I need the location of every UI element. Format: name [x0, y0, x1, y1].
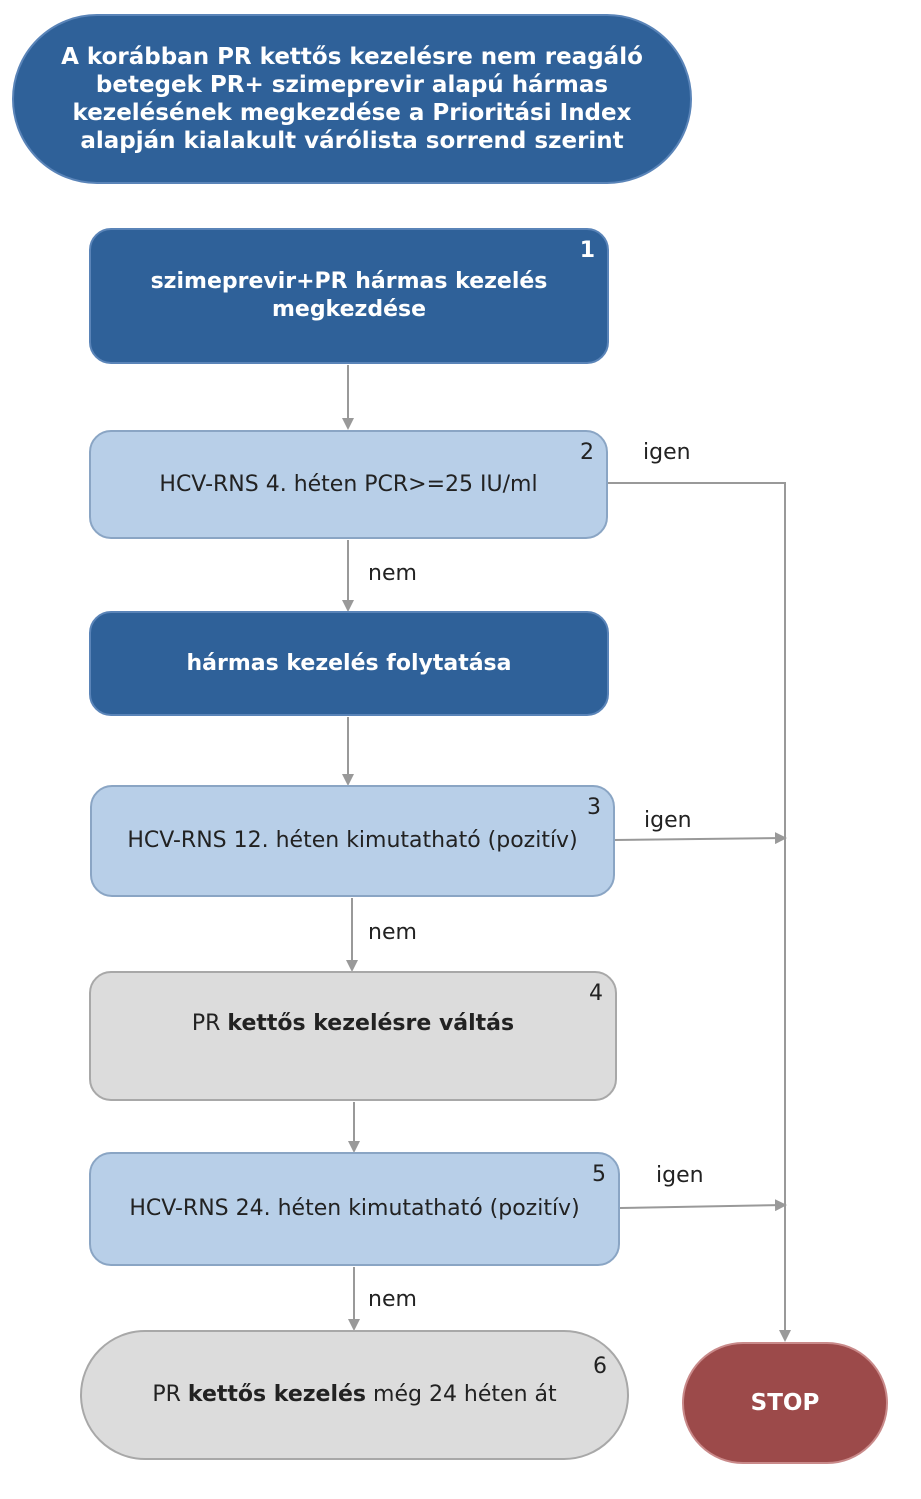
step-number: 3 — [587, 795, 601, 820]
edge-label-yes-2: igen — [643, 440, 691, 465]
title-node-text: A korábban PR kettős kezelésre nem reagá… — [61, 44, 643, 154]
edge-label-yes-5: igen — [656, 1163, 704, 1188]
edge-label-no-2: nem — [368, 561, 417, 586]
step-number: 1 — [579, 238, 595, 263]
step-text: hármas kezelés folytatása — [186, 650, 512, 676]
step-1-start-triple-therapy: 1 szimeprevir+PR hármas kezelés megkezdé… — [89, 228, 609, 364]
step-6-continue-dual: 6 PR kettős kezelés még 24 héten át — [80, 1330, 629, 1460]
step-text-bold: kettős kezelésre váltás — [227, 1011, 515, 1036]
edge-label-no-3: nem — [368, 920, 417, 945]
arrow-3-yes — [613, 832, 787, 845]
step-text-bold: kettős kezelés — [187, 1382, 367, 1407]
step-text-plain: PR — [191, 1011, 228, 1036]
step-text-plain: PR — [152, 1382, 188, 1407]
step-5-week24-check: 5 HCV-RNS 24. héten kimutatható (pozitív… — [89, 1152, 620, 1266]
step-text: HCV-RNS 12. héten kimutatható (pozitív) — [127, 828, 578, 853]
step-continue-triple-therapy: hármas kezelés folytatása — [89, 611, 609, 716]
arrow-5-yes — [619, 1199, 787, 1212]
step-number: 4 — [589, 981, 603, 1006]
step-3-week12-check: 3 HCV-RNS 12. héten kimutatható (pozitív… — [90, 785, 615, 897]
title-node: A korábban PR kettős kezelésre nem reagá… — [12, 14, 692, 184]
step-text: szimeprevir+PR hármas kezelés megkezdése — [150, 269, 548, 322]
step-text-tail: még 24 héten át — [366, 1382, 557, 1407]
step-text: HCV-RNS 4. héten PCR>=25 IU/ml — [159, 471, 538, 497]
stop-text: STOP — [750, 1390, 820, 1416]
step-number: 5 — [592, 1162, 606, 1187]
step-4-switch-to-dual: 4 PR kettős kezelésre váltás — [89, 971, 617, 1101]
step-number: 6 — [593, 1354, 607, 1379]
step-text: PR kettős kezelésre váltás — [192, 1010, 514, 1038]
step-text: PR kettős kezelés még 24 héten át — [152, 1381, 556, 1409]
stop-node: STOP — [682, 1342, 888, 1464]
step-text: HCV-RNS 24. héten kimutatható (pozitív) — [129, 1196, 580, 1221]
edge-label-no-5: nem — [368, 1287, 417, 1312]
step-number: 2 — [580, 440, 594, 465]
step-2-week4-check: 2 HCV-RNS 4. héten PCR>=25 IU/ml — [89, 430, 608, 539]
arrow-2-yes-to-stop — [608, 482, 791, 1342]
edge-label-yes-3: igen — [644, 808, 692, 833]
